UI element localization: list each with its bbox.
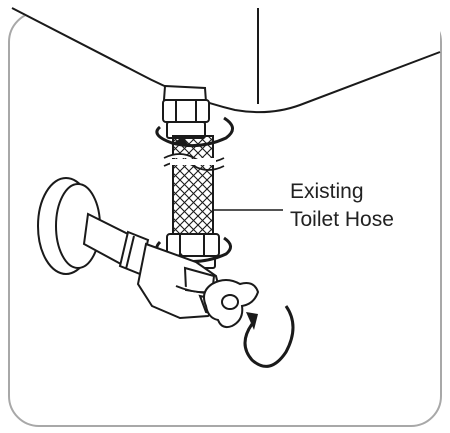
callout-line-1: Existing: [290, 178, 430, 206]
callout-line-2: Toilet Hose: [290, 206, 430, 234]
hose-callout-label: Existing Toilet Hose: [290, 178, 430, 234]
upper-coupling-nut: [163, 86, 209, 138]
